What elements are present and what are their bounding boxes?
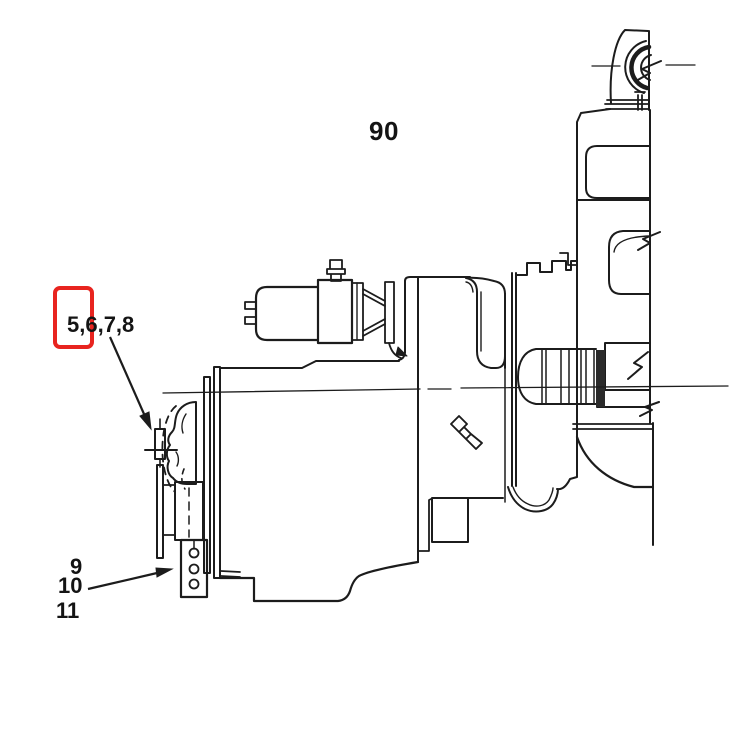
callouts: 90 5,6,7,8 9 10 11 (53, 116, 399, 623)
leader-arrow-91011 (87, 567, 174, 591)
pipe-flange-lines (604, 91, 650, 111)
commutator-end-parts (144, 366, 241, 599)
connector-lines (162, 484, 241, 578)
pinion-bands (504, 348, 595, 503)
callout-9[interactable]: 9 (70, 554, 82, 579)
block-lower-flange (572, 423, 653, 430)
bore-arc-outer (624, 40, 647, 94)
screw-washer-part (144, 428, 178, 460)
boot-inner-curve (512, 486, 554, 507)
end-frame-casting (165, 401, 197, 485)
leader-arrow-5678 (108, 336, 152, 431)
pinion-outline (517, 342, 660, 417)
nose-plug-screw (450, 415, 483, 450)
bore-arc-mid (629, 44, 652, 91)
callout-90[interactable]: 90 (369, 116, 399, 146)
callout-11[interactable]: 11 (56, 598, 79, 623)
housing-outline (219, 276, 504, 563)
callout-10[interactable]: 10 (58, 573, 82, 598)
block-outline (507, 108, 661, 546)
phantom-arc-small (181, 468, 186, 490)
housing-bottom-outline (218, 560, 420, 603)
terminal-bracket (179, 538, 209, 599)
pipe-outline (609, 29, 650, 111)
highlight-box-5[interactable] (53, 286, 94, 349)
bracket-hole-3 (188, 578, 200, 590)
arrowhead-5678 (139, 411, 152, 431)
block-left-notch (559, 252, 578, 266)
starter-motor (162, 259, 729, 603)
arrowhead-91011 (155, 567, 174, 578)
pinion-teeth-hatch (596, 350, 605, 407)
drive-end-boss (465, 272, 517, 487)
axis-centerline (162, 385, 729, 394)
housing-step-lines (417, 497, 434, 552)
block-pocket-fillet (613, 235, 651, 253)
leader-line-5678 (108, 336, 146, 415)
bracket-hole-1 (188, 547, 200, 559)
break-symbol-bore (635, 60, 662, 82)
block-sweep-fillet (575, 435, 655, 489)
pipe-centerline (591, 64, 696, 67)
boss-inner-lines (465, 281, 482, 352)
leader-line-91011 (87, 571, 158, 591)
solenoid-wire-terminal (395, 346, 408, 357)
bore-arc-inner (640, 54, 652, 81)
solenoid-links (362, 288, 402, 359)
solenoid-small-parts (244, 259, 395, 344)
solenoid-cap (254, 278, 354, 345)
bracket-hole-2 (188, 563, 200, 575)
engine-block (507, 29, 696, 546)
callout-5678[interactable]: 5,6,7,8 (67, 312, 134, 337)
casting-inner-lines (175, 413, 187, 467)
end-plate-and-blocks (156, 366, 221, 579)
